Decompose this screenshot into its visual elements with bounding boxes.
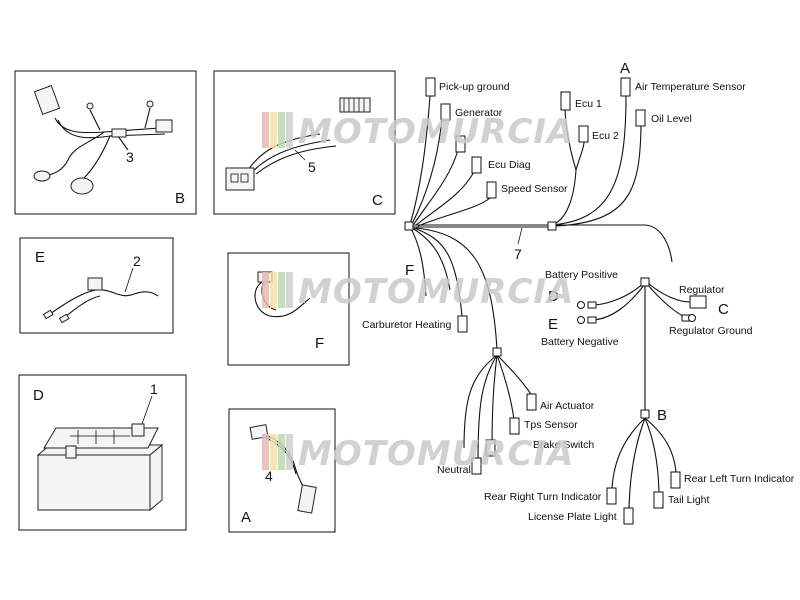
panel-c: 5 C bbox=[213, 70, 396, 215]
label-air-temperature-sensor: Air Temperature Sensor bbox=[635, 81, 746, 93]
panel-e-letter: E bbox=[35, 249, 45, 266]
label-carburetor-heating: Carburetor Heating bbox=[362, 319, 451, 331]
label-regulator: Regulator bbox=[679, 284, 725, 296]
letter-a-air-temp: A bbox=[620, 60, 630, 77]
heatsink-part bbox=[339, 97, 371, 113]
watermark-1: MOTOMURCIA bbox=[262, 112, 574, 152]
label-regulator-ground: Regulator Ground bbox=[669, 325, 753, 337]
item-1-number: 1 bbox=[150, 381, 158, 397]
junction-right bbox=[640, 277, 650, 287]
item-2-number: 2 bbox=[133, 253, 141, 269]
junction-mid bbox=[547, 221, 557, 231]
battery-part bbox=[36, 423, 164, 512]
panel-e: 2 E bbox=[19, 237, 174, 334]
label-ecu-2: Ecu 2 bbox=[592, 130, 619, 142]
watermarks: MOTOMURCIA MOTOMURCIA MOTOMURCIA bbox=[262, 112, 574, 474]
item-7-number: 7 bbox=[514, 246, 522, 262]
watermark-text-2: MOTOMURCIA bbox=[298, 272, 574, 312]
item-5-number: 5 bbox=[308, 159, 316, 175]
label-ecu-diag: Ecu Diag bbox=[488, 159, 531, 171]
label-battery-negative: Battery Negative bbox=[541, 336, 619, 348]
panel-d-letter: D bbox=[33, 387, 44, 404]
label-rear-left-turn-indicator: Rear Left Turn Indicator bbox=[684, 473, 795, 485]
item-4-number: 4 bbox=[265, 468, 273, 484]
letter-e-battery-negative: E bbox=[548, 316, 558, 333]
label-battery-positive: Battery Positive bbox=[545, 269, 618, 281]
panel-a: 4 A bbox=[228, 408, 336, 533]
panel-f: F bbox=[227, 252, 350, 366]
label-tps-sensor: Tps Sensor bbox=[524, 419, 578, 431]
junction-left bbox=[404, 221, 414, 231]
junction-tail bbox=[640, 409, 650, 419]
label-tail-light: Tail Light bbox=[668, 494, 710, 506]
panel-b-letter: B bbox=[175, 190, 185, 207]
label-rear-right-turn-indicator: Rear Right Turn Indicator bbox=[484, 491, 602, 503]
label-ecu-1: Ecu 1 bbox=[575, 98, 602, 110]
main-harness: 7 bbox=[404, 77, 707, 525]
letter-c-regulator: C bbox=[718, 301, 729, 318]
label-license-plate-light: License Plate Light bbox=[528, 511, 617, 523]
panel-a-letter: A bbox=[241, 509, 251, 526]
letter-d-battery-positive: D bbox=[548, 288, 559, 305]
watermark-text-3: MOTOMURCIA bbox=[298, 434, 574, 474]
label-oil-level: Oil Level bbox=[651, 113, 692, 125]
label-pickup-ground: Pick-up ground bbox=[439, 81, 510, 93]
harness-labels: Pick-up ground Generator Ecu Diag Speed … bbox=[362, 60, 795, 523]
panel-c-letter: C bbox=[372, 192, 383, 209]
panel-f-letter: F bbox=[315, 335, 324, 352]
watermark-3: MOTOMURCIA bbox=[262, 434, 574, 474]
label-air-actuator: Air Actuator bbox=[540, 400, 595, 412]
watermark-2: MOTOMURCIA bbox=[262, 272, 574, 312]
letter-b-tail: B bbox=[657, 407, 667, 424]
item-3-number: 3 bbox=[126, 149, 134, 165]
panel-d: 1 D bbox=[18, 374, 187, 531]
watermark-text-1: MOTOMURCIA bbox=[298, 112, 574, 152]
label-generator: Generator bbox=[455, 107, 503, 119]
junction-lower bbox=[492, 347, 502, 357]
label-brake-switch: Brake Switch bbox=[533, 439, 594, 451]
panel-b: 3 B bbox=[14, 70, 197, 215]
label-speed-sensor: Speed Sensor bbox=[501, 183, 568, 195]
letter-f-carburetor: F bbox=[405, 262, 414, 279]
label-neutral: Neutral bbox=[437, 464, 471, 476]
